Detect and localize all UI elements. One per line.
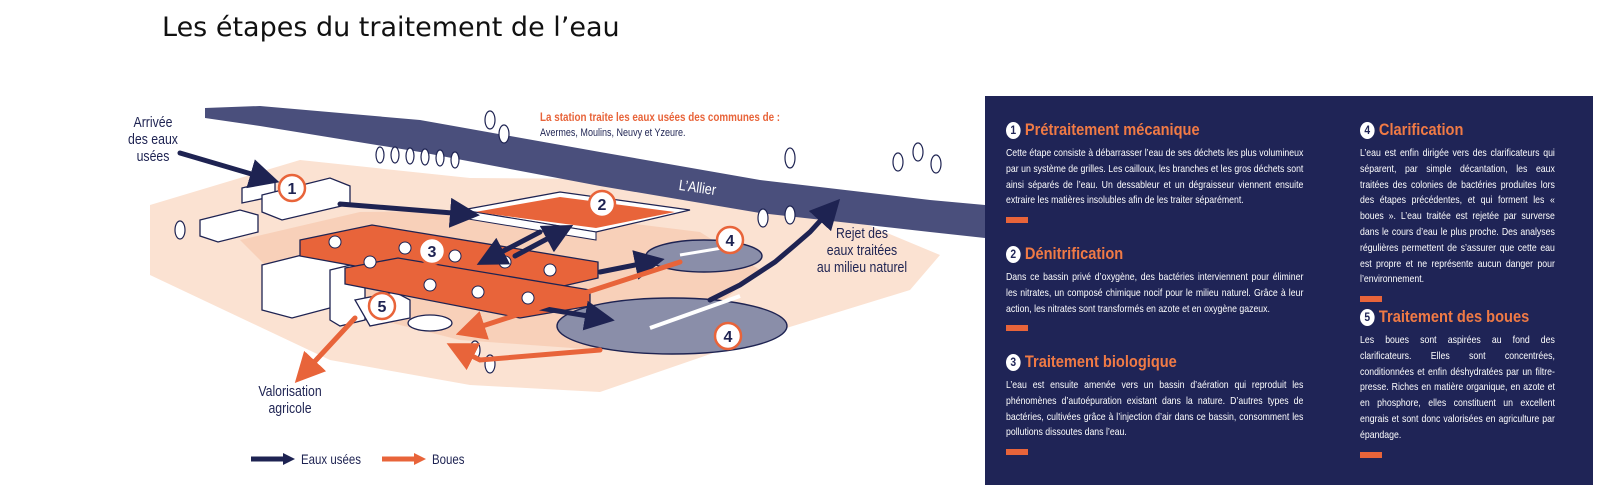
step-4: 4 Clarification L’eau est enfin dirigée … xyxy=(1360,120,1560,303)
step-4-title: Clarification xyxy=(1378,120,1464,139)
arrow-boues-small xyxy=(455,259,683,340)
legend-navy-arrow-icon xyxy=(251,453,295,465)
step-2-divider xyxy=(1006,325,1028,332)
step-1-title: Prétraitement mécanique xyxy=(1024,120,1200,139)
svg-text:2: 2 xyxy=(598,197,607,214)
aeration-basin xyxy=(299,224,599,297)
treatment-plant-illustration: 1 2 3 4 4 5 xyxy=(150,106,985,392)
marker-2: 2 xyxy=(587,189,617,219)
marker-1: 1 xyxy=(277,173,307,203)
step-5-divider xyxy=(1360,451,1382,458)
step-2-title: Dénitrification xyxy=(1024,244,1124,263)
step-1-divider xyxy=(1006,217,1028,224)
arrow-valorisation xyxy=(294,315,358,384)
step-5-number: 5 xyxy=(1360,308,1375,326)
step-4-divider xyxy=(1360,296,1382,303)
svg-text:4: 4 xyxy=(724,329,733,346)
legend-orange-arrow-icon xyxy=(382,453,426,465)
arrow-arrivee xyxy=(177,150,280,189)
arrow-to-clarifier xyxy=(597,250,665,280)
arrow-boues-large xyxy=(446,343,603,371)
arrows-boues xyxy=(294,259,683,384)
step-1: 1 Prétraitement mécanique Cette étape co… xyxy=(1006,120,1311,224)
arrow-rejet xyxy=(707,198,841,303)
page-title: Les étapes du traitement de l’eau xyxy=(162,12,620,43)
step-3-text: L’eau est ensuite amenée vers un bassin … xyxy=(1006,380,1304,439)
arrow-denit-to-aeration xyxy=(476,229,543,265)
clarifier-large xyxy=(556,297,788,355)
arrow-aeration-to-denit xyxy=(512,224,574,259)
step-2: 2 Dénitrification Dans ce bassin privé d… xyxy=(1006,244,1311,332)
station-title: La station traite les eaux usées des com… xyxy=(540,110,781,124)
step-3-number: 3 xyxy=(1006,353,1021,371)
step-4-number: 4 xyxy=(1360,121,1375,139)
label-rejet: Rejet des eaux traitées au milieu nature… xyxy=(816,225,908,276)
svg-text:5: 5 xyxy=(378,299,387,316)
station-communes: Avermes, Moulins, Neuvy et Yzeure. xyxy=(540,127,686,139)
step-4-text: L’eau est enfin dirigée vers des clarifi… xyxy=(1360,148,1555,286)
step-3: 3 Traitement biologique L’eau est ensuit… xyxy=(1006,352,1311,456)
steps-panel: 1 Prétraitement mécanique Cette étape co… xyxy=(985,96,1593,485)
svg-text:3: 3 xyxy=(428,244,437,261)
legend-eaux-usees: Eaux usées xyxy=(251,451,374,467)
step-5-text: Les boues sont aspirées au fond des clar… xyxy=(1360,335,1555,441)
step-markers: 1 2 3 4 4 5 xyxy=(277,173,745,351)
step-1-number: 1 xyxy=(1006,121,1021,139)
svg-text:4: 4 xyxy=(726,233,735,250)
legend-eaux-usees-label: Eaux usées xyxy=(301,451,362,467)
arrow-to-clarifier-large xyxy=(537,300,615,331)
buildings xyxy=(199,177,453,332)
legend-boues-label: Boues xyxy=(432,451,465,467)
marker-5: 5 xyxy=(367,291,397,321)
label-valorisation: Valorisation agricole xyxy=(258,383,322,417)
svg-text:1: 1 xyxy=(288,181,297,198)
marker-3: 3 xyxy=(417,236,447,266)
step-1-text: Cette étape consiste à débarrasser l’eau… xyxy=(1006,148,1304,207)
legend-boues: Boues xyxy=(382,451,472,467)
step-3-divider xyxy=(1006,449,1028,456)
marker-4b: 4 xyxy=(713,321,743,351)
step-5-title: Traitement des boues xyxy=(1378,307,1530,326)
step-3-title: Traitement biologique xyxy=(1024,352,1177,371)
label-arrivee: Arrivée des eaux usées xyxy=(128,114,178,165)
arrow-to-denitrification xyxy=(337,197,480,228)
marker-4a: 4 xyxy=(715,225,745,255)
arrows-eaux-usees xyxy=(177,150,841,331)
river-allier xyxy=(205,106,985,238)
step-2-text: Dans ce bassin privé d’oxygène, des bact… xyxy=(1006,272,1304,315)
step-5: 5 Traitement des boues Les boues sont as… xyxy=(1360,307,1560,458)
step-2-number: 2 xyxy=(1006,245,1021,263)
trees xyxy=(174,110,942,374)
